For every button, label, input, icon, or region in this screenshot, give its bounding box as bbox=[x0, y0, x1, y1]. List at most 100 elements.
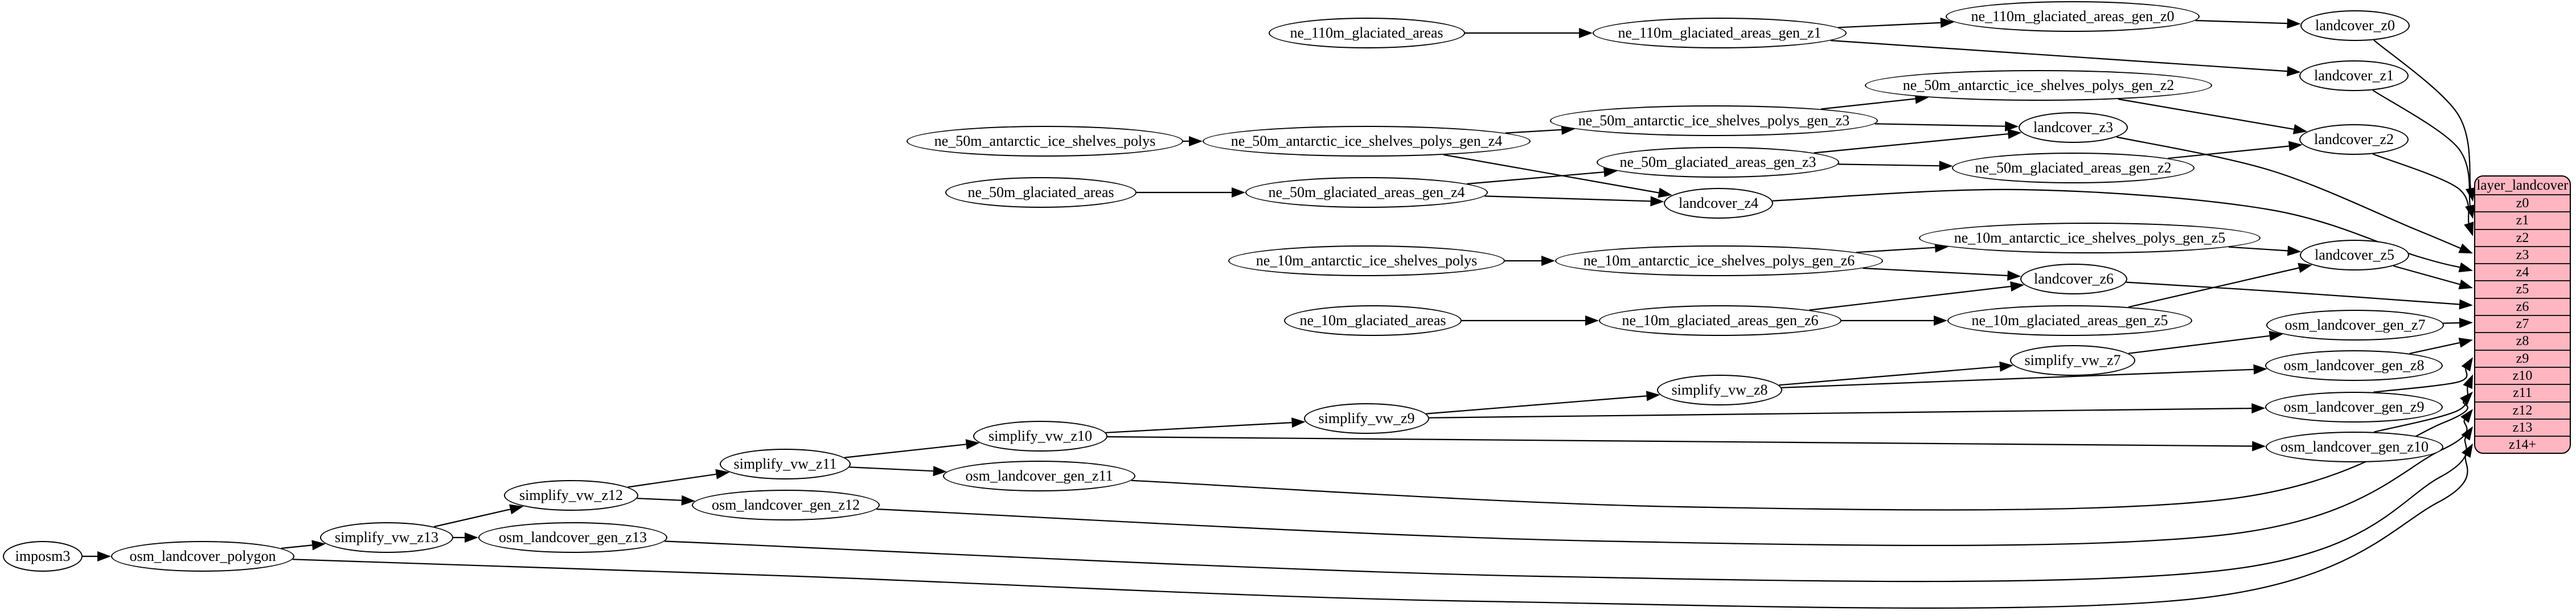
edge-simplify_vw_z10-to-osm_landcover_gen_z10 bbox=[1107, 436, 2253, 447]
node-landcover_z6: landcover_z6 bbox=[2020, 264, 2127, 294]
node-ne_50m_antarctic_ice_shelves_polys: ne_50m_antarctic_ice_shelves_polys bbox=[906, 126, 1183, 157]
node-ne_10m_glaciated_areas_gen_z6: ne_10m_glaciated_areas_gen_z6 bbox=[1599, 305, 1841, 336]
edge-simplify_vw_z12-to-simplify_vw_z11-arrowhead bbox=[715, 469, 730, 479]
edge-osm_landcover_gen_z7-to-row-z7-arrowhead bbox=[2459, 318, 2473, 328]
edge-landcover_z5-to-row-z5-arrowhead bbox=[2458, 279, 2473, 290]
edge-ne_110m_glaciated_areas_gen_z0-to-landcover_z0 bbox=[2195, 19, 2287, 24]
edge-ne_50m_glaciated_areas_gen_z3-to-landcover_z3-arrowhead bbox=[2007, 129, 2022, 140]
edge-simplify_vw_z9-to-osm_landcover_gen_z9-arrowhead bbox=[2251, 403, 2266, 414]
edge-ne_10m_antarctic_ice_shelves_polys_gen_z5-to-landcover_z5-arrowhead bbox=[2287, 245, 2302, 256]
node-osm_landcover_gen_z13: osm_landcover_gen_z13 bbox=[478, 522, 667, 553]
layer-row-z11: z11 bbox=[2475, 385, 2570, 403]
edge-landcover_z4-to-row-z4-arrowhead bbox=[2458, 262, 2473, 273]
node-simplify_vw_z13: simplify_vw_z13 bbox=[320, 522, 453, 553]
edge-landcover_z4-to-row-z4 bbox=[1772, 188, 2460, 268]
edge-ne_10m_antarctic_ice_shelves_polys_gen_z5-to-landcover_z5 bbox=[2228, 246, 2288, 252]
node-ne_50m_antarctic_ice_shelves_polys_gen_z4: ne_50m_antarctic_ice_shelves_polys_gen_z… bbox=[1203, 126, 1531, 157]
edge-osm_landcover_polygon-to-simplify_vw_z13 bbox=[281, 544, 313, 550]
edge-simplify_vw_z8-to-simplify_vw_z7-arrowhead bbox=[1999, 361, 2013, 372]
edge-osm_landcover_gen_z12-to-row-z12-arrowhead bbox=[2460, 409, 2473, 423]
edge-ne_50m_glaciated_areas_gen_z4-to-ne_50m_glaciated_areas_gen_z3-arrowhead bbox=[1603, 167, 1618, 178]
edge-simplify_vw_z12-to-simplify_vw_z11 bbox=[627, 473, 716, 488]
edge-landcover_z0-to-row-z0-arrowhead bbox=[2466, 187, 2476, 202]
node-imposm3: imposm3 bbox=[3, 541, 83, 572]
edge-ne_10m_antarctic_ice_shelves_polys_gen_z6-to-ne_10m_antarctic_ice_shelves_polys_gen_z5 bbox=[1856, 247, 1935, 253]
edge-simplify_vw_z10-to-osm_landcover_gen_z10-arrowhead bbox=[2252, 441, 2266, 452]
node-ne_50m_glaciated_areas: ne_50m_glaciated_areas bbox=[945, 177, 1137, 208]
node-ne_110m_glaciated_areas_gen_z0: ne_110m_glaciated_areas_gen_z0 bbox=[1946, 1, 2200, 32]
edge-osm_landcover_gen_z9-to-row-z9 bbox=[2373, 368, 2468, 393]
edge-osm_landcover_gen_z9-to-row-z9-arrowhead bbox=[2461, 357, 2473, 372]
edge-ne_50m_glaciated_areas_gen_z4-to-landcover_z4 bbox=[1484, 195, 1651, 202]
edge-ne_50m_glaciated_areas-to-ne_50m_glaciated_areas_gen_z4-arrowhead bbox=[1232, 187, 1245, 198]
node-ne_10m_glaciated_areas_gen_z5: ne_10m_glaciated_areas_gen_z5 bbox=[1947, 305, 2192, 336]
edge-landcover_z5-to-row-z5 bbox=[2393, 265, 2460, 285]
layer-row-z0: z0 bbox=[2475, 195, 2570, 213]
edge-osm_landcover_gen_z8-to-row-z8-arrowhead bbox=[2458, 338, 2473, 348]
edge-landcover_z2-to-row-z2 bbox=[2372, 153, 2470, 224]
edge-ne_50m_glaciated_areas_gen_z4-to-ne_50m_glaciated_areas_gen_z3 bbox=[1467, 171, 1604, 184]
node-osm_landcover_polygon: osm_landcover_polygon bbox=[111, 541, 294, 572]
edge-ne_50m_glaciated_areas_gen_z2-to-landcover_z2 bbox=[2168, 145, 2289, 159]
layer-row-z8: z8 bbox=[2475, 333, 2570, 351]
edge-simplify_vw_z12-to-osm_landcover_gen_z12-arrowhead bbox=[681, 495, 695, 506]
node-simplify_vw_z12: simplify_vw_z12 bbox=[504, 480, 638, 511]
edge-osm_landcover_gen_z12-to-row-z12 bbox=[876, 419, 2468, 546]
edge-simplify_vw_z13-to-simplify_vw_z12 bbox=[433, 509, 511, 528]
edge-simplify_vw_z7-to-osm_landcover_gen_z7 bbox=[2128, 335, 2270, 354]
edges bbox=[83, 17, 2476, 609]
node-landcover_z0: landcover_z0 bbox=[2300, 10, 2410, 41]
edge-simplify_vw_z9-to-osm_landcover_gen_z9 bbox=[1429, 408, 2252, 419]
node-ne_10m_antarctic_ice_shelves_polys_gen_z6: ne_10m_antarctic_ice_shelves_polys_gen_z… bbox=[1555, 245, 1883, 276]
edge-ne_10m_glaciated_areas-to-ne_10m_glaciated_areas_gen_z6-arrowhead bbox=[1585, 315, 1599, 326]
edge-osm_landcover_gen_z11-to-row-z11 bbox=[1131, 401, 2468, 511]
edge-landcover_z3-to-row-z3-arrowhead bbox=[2458, 243, 2473, 254]
layer-row-z5: z5 bbox=[2475, 281, 2570, 299]
layer-row-z14+: z14+ bbox=[2508, 437, 2537, 453]
edge-simplify_vw_z11-to-osm_landcover_gen_z11 bbox=[849, 466, 933, 472]
layer-landcover-table-title: layer_landcover bbox=[2475, 177, 2570, 195]
edge-simplify_vw_z9-to-simplify_vw_z8 bbox=[1426, 395, 1647, 415]
edge-osm_landcover_polygon-to-row-z14+-arrowhead bbox=[2462, 443, 2473, 458]
node-landcover_z1: landcover_z1 bbox=[2299, 60, 2409, 91]
edge-ne_110m_glaciated_areas_gen_z1-to-ne_110m_glaciated_areas_gen_z0 bbox=[1837, 22, 1941, 28]
edge-simplify_vw_z9-to-simplify_vw_z8-arrowhead bbox=[1646, 391, 1660, 401]
layer-row-z7: z7 bbox=[2475, 316, 2570, 334]
node-ne_10m_glaciated_areas: ne_10m_glaciated_areas bbox=[1284, 305, 1462, 336]
edge-landcover_z2-to-row-z2-arrowhead bbox=[2464, 222, 2474, 236]
layer-row-z12: z12 bbox=[2475, 403, 2570, 420]
node-simplify_vw_z8: simplify_vw_z8 bbox=[1657, 375, 1782, 405]
edge-osm_landcover_gen_z8-to-row-z8 bbox=[2409, 342, 2460, 354]
node-ne_50m_glaciated_areas_gen_z2: ne_50m_glaciated_areas_gen_z2 bbox=[1952, 153, 2194, 183]
edge-ne_50m_glaciated_areas_gen_z2-to-landcover_z2-arrowhead bbox=[2288, 141, 2303, 151]
edge-ne_50m_antarctic_ice_shelves_polys_gen_z2-to-landcover_z2-arrowhead bbox=[2292, 124, 2308, 134]
layer-row-z13: z13 bbox=[2475, 420, 2570, 437]
edge-landcover_z0-to-row-z0 bbox=[2373, 39, 2471, 188]
edge-ne_10m_glaciated_areas_gen_z6-to-landcover_z6 bbox=[1809, 285, 2011, 311]
edge-ne_10m_glaciated_areas_gen_z6-to-landcover_z6-arrowhead bbox=[2010, 281, 2025, 292]
edge-landcover_z3-to-row-z3 bbox=[2116, 136, 2461, 249]
node-osm_landcover_gen_z7: osm_landcover_gen_z7 bbox=[2266, 310, 2444, 341]
node-osm_landcover_gen_z9: osm_landcover_gen_z9 bbox=[2265, 392, 2443, 423]
layer-row-z10: z10 bbox=[2475, 368, 2570, 386]
layer-row-z1: z1 bbox=[2475, 212, 2570, 230]
edge-osm_landcover_gen_z13-to-row-z13 bbox=[664, 437, 2467, 583]
edge-simplify_vw_z11-to-simplify_vw_z10 bbox=[844, 444, 966, 458]
node-osm_landcover_gen_z11: osm_landcover_gen_z11 bbox=[943, 461, 1135, 491]
edge-simplify_vw_z10-to-simplify_vw_z9-arrowhead bbox=[1291, 417, 1306, 428]
edge-simplify_vw_z11-to-osm_landcover_gen_z11-arrowhead bbox=[933, 466, 947, 477]
edge-ne_10m_antarctic_ice_shelves_polys_gen_z6-to-landcover_z6 bbox=[1863, 267, 2008, 277]
edge-ne_50m_antarctic_ice_shelves_polys_gen_z4-to-landcover_z4 bbox=[1443, 154, 1659, 194]
edge-simplify_vw_z13-to-osm_landcover_gen_z13-arrowhead bbox=[465, 532, 478, 543]
edge-simplify_vw_z12-to-osm_landcover_gen_z12 bbox=[637, 498, 682, 501]
edge-ne_10m_antarctic_ice_shelves_polys_gen_z6-to-landcover_z6-arrowhead bbox=[2007, 270, 2021, 281]
layer-row-z2: z2 bbox=[2475, 230, 2570, 247]
edge-landcover_z6-to-row-z6 bbox=[2126, 281, 2460, 305]
node-ne_50m_antarctic_ice_shelves_polys_gen_z3: ne_50m_antarctic_ice_shelves_polys_gen_z… bbox=[1550, 105, 1878, 136]
edge-ne_110m_glaciated_areas-to-ne_110m_glaciated_areas_gen_z1-arrowhead bbox=[1579, 28, 1593, 38]
node-landcover_z4: landcover_z4 bbox=[1664, 188, 1773, 219]
node-ne_50m_glaciated_areas_gen_z4: ne_50m_glaciated_areas_gen_z4 bbox=[1245, 177, 1488, 208]
edge-ne_10m_glaciated_areas_gen_z6-to-ne_10m_glaciated_areas_gen_z5-arrowhead bbox=[1934, 315, 1947, 326]
